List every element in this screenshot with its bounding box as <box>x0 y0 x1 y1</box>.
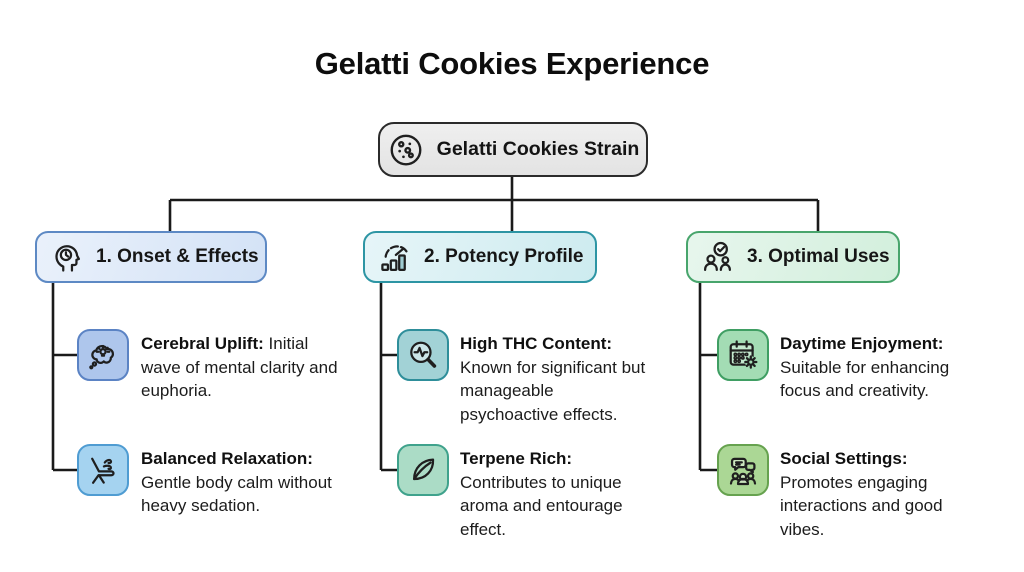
lounge-chair-wind-icon <box>77 444 129 496</box>
branch-node-optimal-uses: 3. Optimal Uses <box>686 231 900 283</box>
head-clock-icon <box>55 245 80 272</box>
leaf-body: Gentle body calm without heavy sedation. <box>141 472 332 516</box>
leaf-heading: High THC Content: <box>460 334 613 353</box>
leaf-heading: Balanced Relaxation: <box>141 449 313 468</box>
leaf-item-terpene-rich: Terpene Rich: Contributes to unique arom… <box>460 447 648 541</box>
branch-label: 2. Potency Profile <box>424 246 584 267</box>
branch-label: 1. Onset & Effects <box>96 246 259 267</box>
leaf-icon <box>397 444 449 496</box>
branch-node-potency-profile: 2. Potency Profile <box>363 231 597 283</box>
leaf-body: Known for significant but manageable psy… <box>460 357 646 424</box>
leaf-item-cerebral-uplift: Cerebral Uplift: Initial wave of mental … <box>141 332 343 403</box>
leaf-item-balanced-relaxation: Balanced Relaxation: Gentle body calm wi… <box>141 447 333 518</box>
root-node: Gelatti Cookies Strain <box>378 122 648 177</box>
leaf-body: Contributes to unique aroma and entourag… <box>460 472 623 539</box>
leaf-heading: Terpene Rich: <box>460 449 573 468</box>
root-node-label: Gelatti Cookies Strain <box>436 138 640 160</box>
people-check-icon <box>703 241 731 272</box>
leaf-heading: Daytime Enjoyment: <box>780 334 944 353</box>
branch1-spine-connector <box>51 283 77 472</box>
leaf-body: Promotes engaging interactions and good … <box>780 472 943 539</box>
branch3-spine-connector <box>698 283 717 472</box>
leaf-heading: Cerebral Uplift: <box>141 334 264 353</box>
leaf-item-high-thc-content: High THC Content: Known for significant … <box>460 332 646 426</box>
leaf-body: Initial wave of mental clarity and eupho… <box>141 334 338 400</box>
calendar-sun-icon <box>717 329 769 381</box>
thought-bulb-icon <box>77 329 129 381</box>
magnifier-pulse-icon <box>397 329 449 381</box>
branch-label: 3. Optimal Uses <box>747 246 890 267</box>
branch2-spine-connector <box>379 283 397 472</box>
gauge-bars-icon <box>381 245 408 272</box>
leaf-item-social-settings: Social Settings: Promotes engaging inter… <box>780 447 970 541</box>
leaf-heading: Social Settings: <box>780 449 908 468</box>
root-to-branches-connector <box>168 177 820 231</box>
leaf-body: Suitable for enhancing focus and creativ… <box>780 357 950 401</box>
cookie-icon <box>390 134 422 165</box>
leaf-item-daytime-enjoyment: Daytime Enjoyment: Suitable for enhancin… <box>780 332 976 403</box>
branch-node-onset-effects: 1. Onset & Effects <box>35 231 267 283</box>
chat-people-icon <box>717 444 769 496</box>
page-title: Gelatti Cookies Experience <box>314 46 710 81</box>
